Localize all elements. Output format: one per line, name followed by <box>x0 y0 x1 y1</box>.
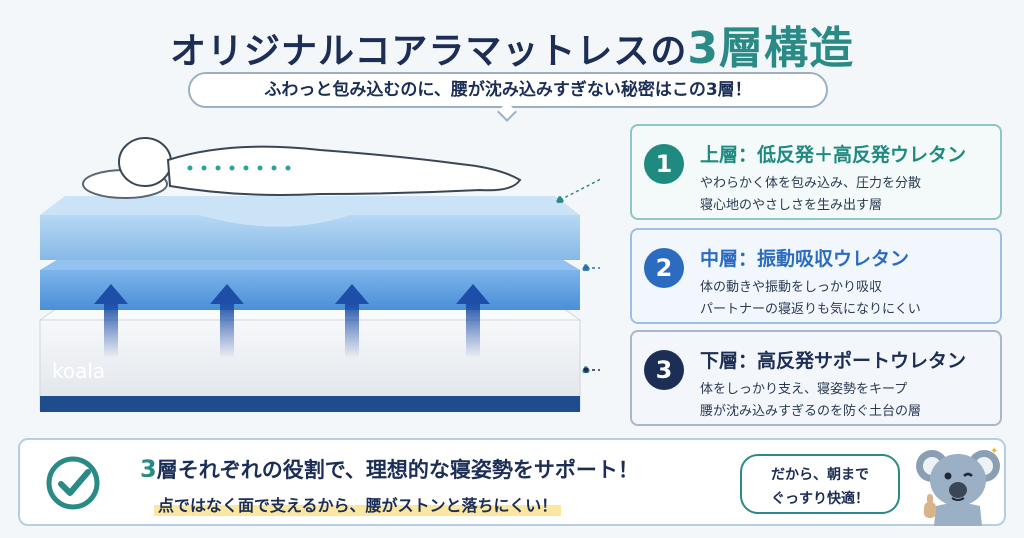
check-icon <box>46 456 100 510</box>
middle-layer <box>40 258 580 310</box>
summary-main: 層それぞれの役割で、理想的な寝姿勢をサポート！ <box>156 458 639 482</box>
layer-desc-line: 腰が沈み込みすぎるのを防ぐ土台の層 <box>700 404 922 419</box>
layer-card-middle: 2 中層：振動吸収ウレタン 体の動きや振動をしっかり吸収 パートナーの寝返りも気… <box>630 228 1002 324</box>
layer-desc-line: 寝心地のやさしさを生み出す層 <box>700 198 883 213</box>
layer-title: 上層：低反発＋高反発ウレタン <box>700 144 967 166</box>
layer-desc-line: やわらかく体を包み込み、圧力を分散 <box>700 176 922 191</box>
support-arrows <box>94 284 490 358</box>
title-main: オリジナルコアラマットレスの <box>170 31 688 72</box>
layer-card-bottom: 3 下層：高反発サポートウレタン 体をしっかり支え、寝姿勢をキープ 腰が沈み込み… <box>630 330 1002 426</box>
arrow-up-icon <box>94 284 128 358</box>
bubble-line-2: ぐっすり快適！ <box>771 491 869 507</box>
layer-number-badge: 1 <box>644 144 684 184</box>
sleeping-person <box>118 137 522 196</box>
mattress-illustration: koala <box>38 137 600 412</box>
layer-desc-line: パートナーの寝返りも気になりにくい <box>700 302 921 317</box>
speech-bubble: だから、朝まで ぐっすり快適！ <box>740 454 900 514</box>
arrow-up-icon <box>335 284 369 358</box>
arrow-up-icon <box>456 284 490 358</box>
top-layer <box>40 196 580 260</box>
layer-title: 下層：高反発サポートウレタン <box>700 350 967 372</box>
base-layer <box>38 305 582 412</box>
layer-number-badge: 2 <box>644 248 684 288</box>
page-title: オリジナルコアラマットレスの3層構造 <box>0 12 1024 76</box>
spine-dots <box>187 165 291 171</box>
layer-number-badge: 3 <box>644 350 684 390</box>
summary-sub-text: 点ではなく面で支えるから、腰がストンと落ちにくい！ <box>154 492 562 516</box>
brand-logo-text: koala <box>52 359 105 383</box>
svg-text:✦: ✦ <box>990 446 998 457</box>
title-accent-number: 3 <box>687 23 719 74</box>
layer-title: 中層：振動吸収ウレタン <box>700 248 910 270</box>
summary-panel: 3層それぞれの役割で、理想的な寝姿勢をサポート！ 点ではなく面で支えるから、腰が… <box>18 438 1006 526</box>
connector-lines <box>556 178 600 374</box>
arrow-up-icon <box>210 284 244 358</box>
bubble-line-1: だから、朝まで <box>771 467 869 483</box>
summary-main-text: 3層それぞれの役割で、理想的な寝姿勢をサポート！ <box>140 454 639 484</box>
title-suffix: 層構造 <box>718 23 854 74</box>
layer-card-top: 1 上層：低反発＋高反発ウレタン やわらかく体を包み込み、圧力を分散 寝心地のや… <box>630 124 1002 220</box>
layer-desc-line: 体の動きや振動をしっかり吸収 <box>700 280 883 295</box>
summary-number: 3 <box>140 455 157 483</box>
layer-desc-line: 体をしっかり支え、寝姿勢をキープ <box>700 382 908 397</box>
koala-mascot-icon: ✦ <box>916 446 1000 526</box>
subtitle-pill: ふわっと包み込むのに、腰が沈み込みすぎない秘密はこの3層！ <box>188 72 828 108</box>
